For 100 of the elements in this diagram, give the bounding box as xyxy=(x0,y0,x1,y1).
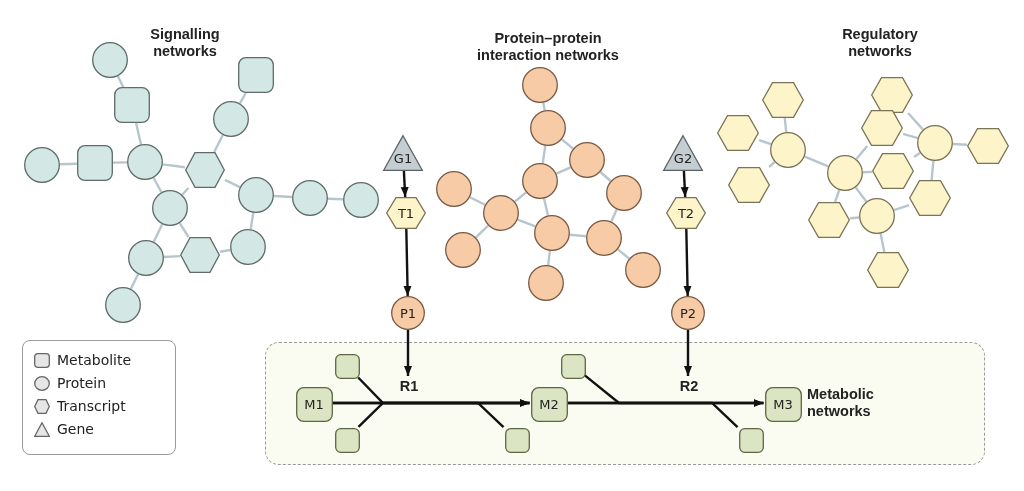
network-edge xyxy=(129,273,140,290)
circle-node xyxy=(24,147,60,183)
network-edge xyxy=(768,161,776,168)
network-edge xyxy=(475,224,489,239)
circle-node xyxy=(534,215,570,251)
network-edge xyxy=(913,152,921,158)
network-edge xyxy=(224,178,241,189)
arrow xyxy=(404,330,412,376)
section-heading: Signalling networks xyxy=(149,26,221,61)
network-edge xyxy=(930,160,935,181)
node-label: T2 xyxy=(677,206,695,220)
triangle-node xyxy=(663,135,703,171)
network-edge xyxy=(907,112,924,131)
square-node xyxy=(530,386,568,422)
square-node xyxy=(504,427,530,453)
hexagon-node xyxy=(717,115,759,151)
arrow xyxy=(583,374,764,407)
network-edge xyxy=(546,250,552,266)
metabolic-network-panel xyxy=(265,342,985,465)
network-edge xyxy=(804,155,829,168)
reaction-label: R2 xyxy=(676,377,702,395)
network-edge xyxy=(569,233,587,238)
arrow xyxy=(683,228,692,297)
hexagon-node xyxy=(762,82,804,118)
network-edge xyxy=(469,196,486,206)
circle-node xyxy=(586,220,622,256)
square-node xyxy=(295,386,333,422)
circle-node xyxy=(152,190,188,226)
section-heading: Regulatory networks xyxy=(841,26,919,61)
network-edge xyxy=(783,117,788,133)
legend-label: Gene xyxy=(57,422,94,436)
network-edge xyxy=(555,166,572,175)
hexagon-node xyxy=(967,128,1009,164)
hexagon-node xyxy=(808,202,850,238)
network-edge xyxy=(162,163,186,169)
arrow xyxy=(403,228,412,297)
circle-node xyxy=(483,195,519,231)
square-node xyxy=(77,145,113,181)
network-edge xyxy=(213,134,224,153)
network-edge xyxy=(879,233,886,253)
network-edge xyxy=(238,92,247,104)
network-edge xyxy=(273,194,293,199)
network-edge xyxy=(542,102,546,111)
hexagon-node xyxy=(180,237,220,273)
hexagon-node xyxy=(185,152,225,188)
network-edge xyxy=(862,170,873,174)
circle-node xyxy=(859,198,895,234)
network-edge xyxy=(849,216,860,220)
network-edge xyxy=(178,222,190,238)
reaction-label: R1 xyxy=(396,377,422,395)
network-edge xyxy=(249,212,255,230)
node-label: T1 xyxy=(397,206,415,220)
hexagon-node xyxy=(867,252,909,288)
network-edge xyxy=(610,208,618,223)
circle-node xyxy=(606,175,642,211)
circle-node xyxy=(770,132,806,168)
network-edge xyxy=(113,161,127,164)
network-edge xyxy=(561,138,574,150)
network-edge xyxy=(833,189,841,203)
triangle-node xyxy=(383,135,423,171)
network-edge xyxy=(517,218,536,228)
square-node xyxy=(764,386,802,422)
hexagon-node xyxy=(728,167,770,203)
circle-node xyxy=(569,142,605,178)
connector-line xyxy=(566,401,739,429)
network-edge xyxy=(855,145,869,160)
network-edge xyxy=(514,191,527,203)
network-edge xyxy=(854,186,868,203)
legend-label: Protein xyxy=(57,376,107,390)
node-label: G2 xyxy=(673,151,693,165)
hexagon-node xyxy=(386,197,426,229)
network-edge xyxy=(181,187,190,196)
circle-node xyxy=(292,180,328,216)
network-edge xyxy=(617,248,630,260)
square-node xyxy=(114,87,150,123)
network-edge xyxy=(902,132,919,140)
circle-node xyxy=(391,296,425,330)
arrow xyxy=(400,170,409,198)
circle-node xyxy=(522,67,558,103)
circle-node xyxy=(128,240,164,276)
square-node xyxy=(334,427,360,453)
circle-node xyxy=(445,232,481,268)
circle-node xyxy=(530,110,566,146)
circle-node xyxy=(105,287,141,323)
circle-node xyxy=(127,144,163,180)
circle-node xyxy=(436,171,472,207)
circle-node xyxy=(238,177,274,213)
node-label: M1 xyxy=(304,397,324,411)
network-edge xyxy=(758,138,772,146)
section-heading: Metabolic networks xyxy=(807,386,875,421)
network-edge xyxy=(219,248,231,253)
network-edge xyxy=(541,145,547,164)
node-label: P2 xyxy=(679,306,697,320)
network-edge xyxy=(134,122,143,145)
arrow xyxy=(684,330,692,376)
hexagon-node xyxy=(909,180,951,216)
square-node xyxy=(738,427,764,453)
circle-node xyxy=(671,296,705,330)
circle-node xyxy=(917,125,953,161)
hexagon-node xyxy=(871,77,913,113)
